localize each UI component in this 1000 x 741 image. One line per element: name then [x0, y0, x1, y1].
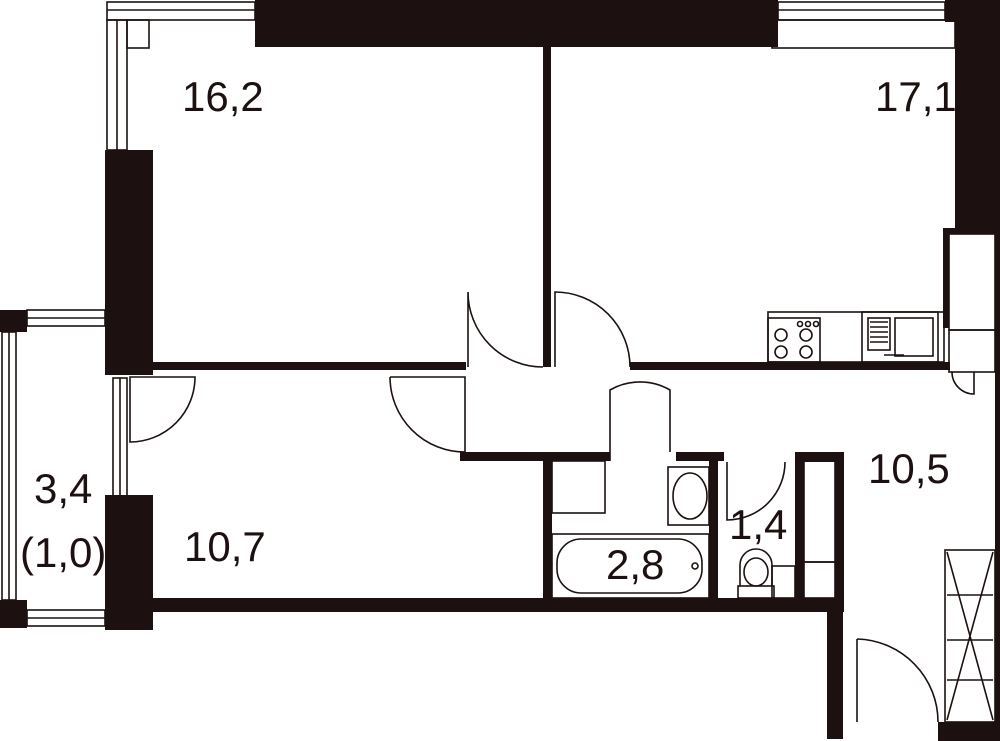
windows [1, 1, 956, 627]
room-area-16-2: 16,2 [182, 73, 264, 120]
door-swing-icon [129, 376, 196, 443]
door-swing-icon [856, 638, 939, 723]
doors [129, 291, 939, 723]
room-area-10-7: 10,7 [184, 523, 266, 570]
room-area-17-1: 17,1 [875, 73, 957, 120]
balcony-reduced-area: (1,0) [20, 529, 107, 576]
door-swing-icon [726, 461, 786, 521]
toilet-icon [737, 548, 775, 599]
bathtub-icon [551, 533, 710, 599]
toilet-area: 1,4 [729, 501, 788, 548]
sink-icon [861, 311, 939, 363]
hall-area: 10,5 [868, 445, 950, 492]
bathroom-area: 2,8 [606, 541, 665, 588]
door-swing-icon [467, 291, 544, 368]
stove-icon [767, 317, 821, 363]
window-icon [1, 309, 106, 627]
window-icon [771, 1, 956, 49]
window-icon [112, 377, 128, 497]
balcony-area: 3,4 [34, 465, 93, 512]
door-swing-icon [609, 381, 671, 461]
door-swing-icon [389, 376, 466, 453]
window-icon [106, 1, 256, 151]
washbasin-icon [667, 466, 710, 526]
door-swing-icon [554, 291, 631, 368]
fixtures [551, 233, 996, 723]
wardrobe-icon [944, 549, 996, 723]
